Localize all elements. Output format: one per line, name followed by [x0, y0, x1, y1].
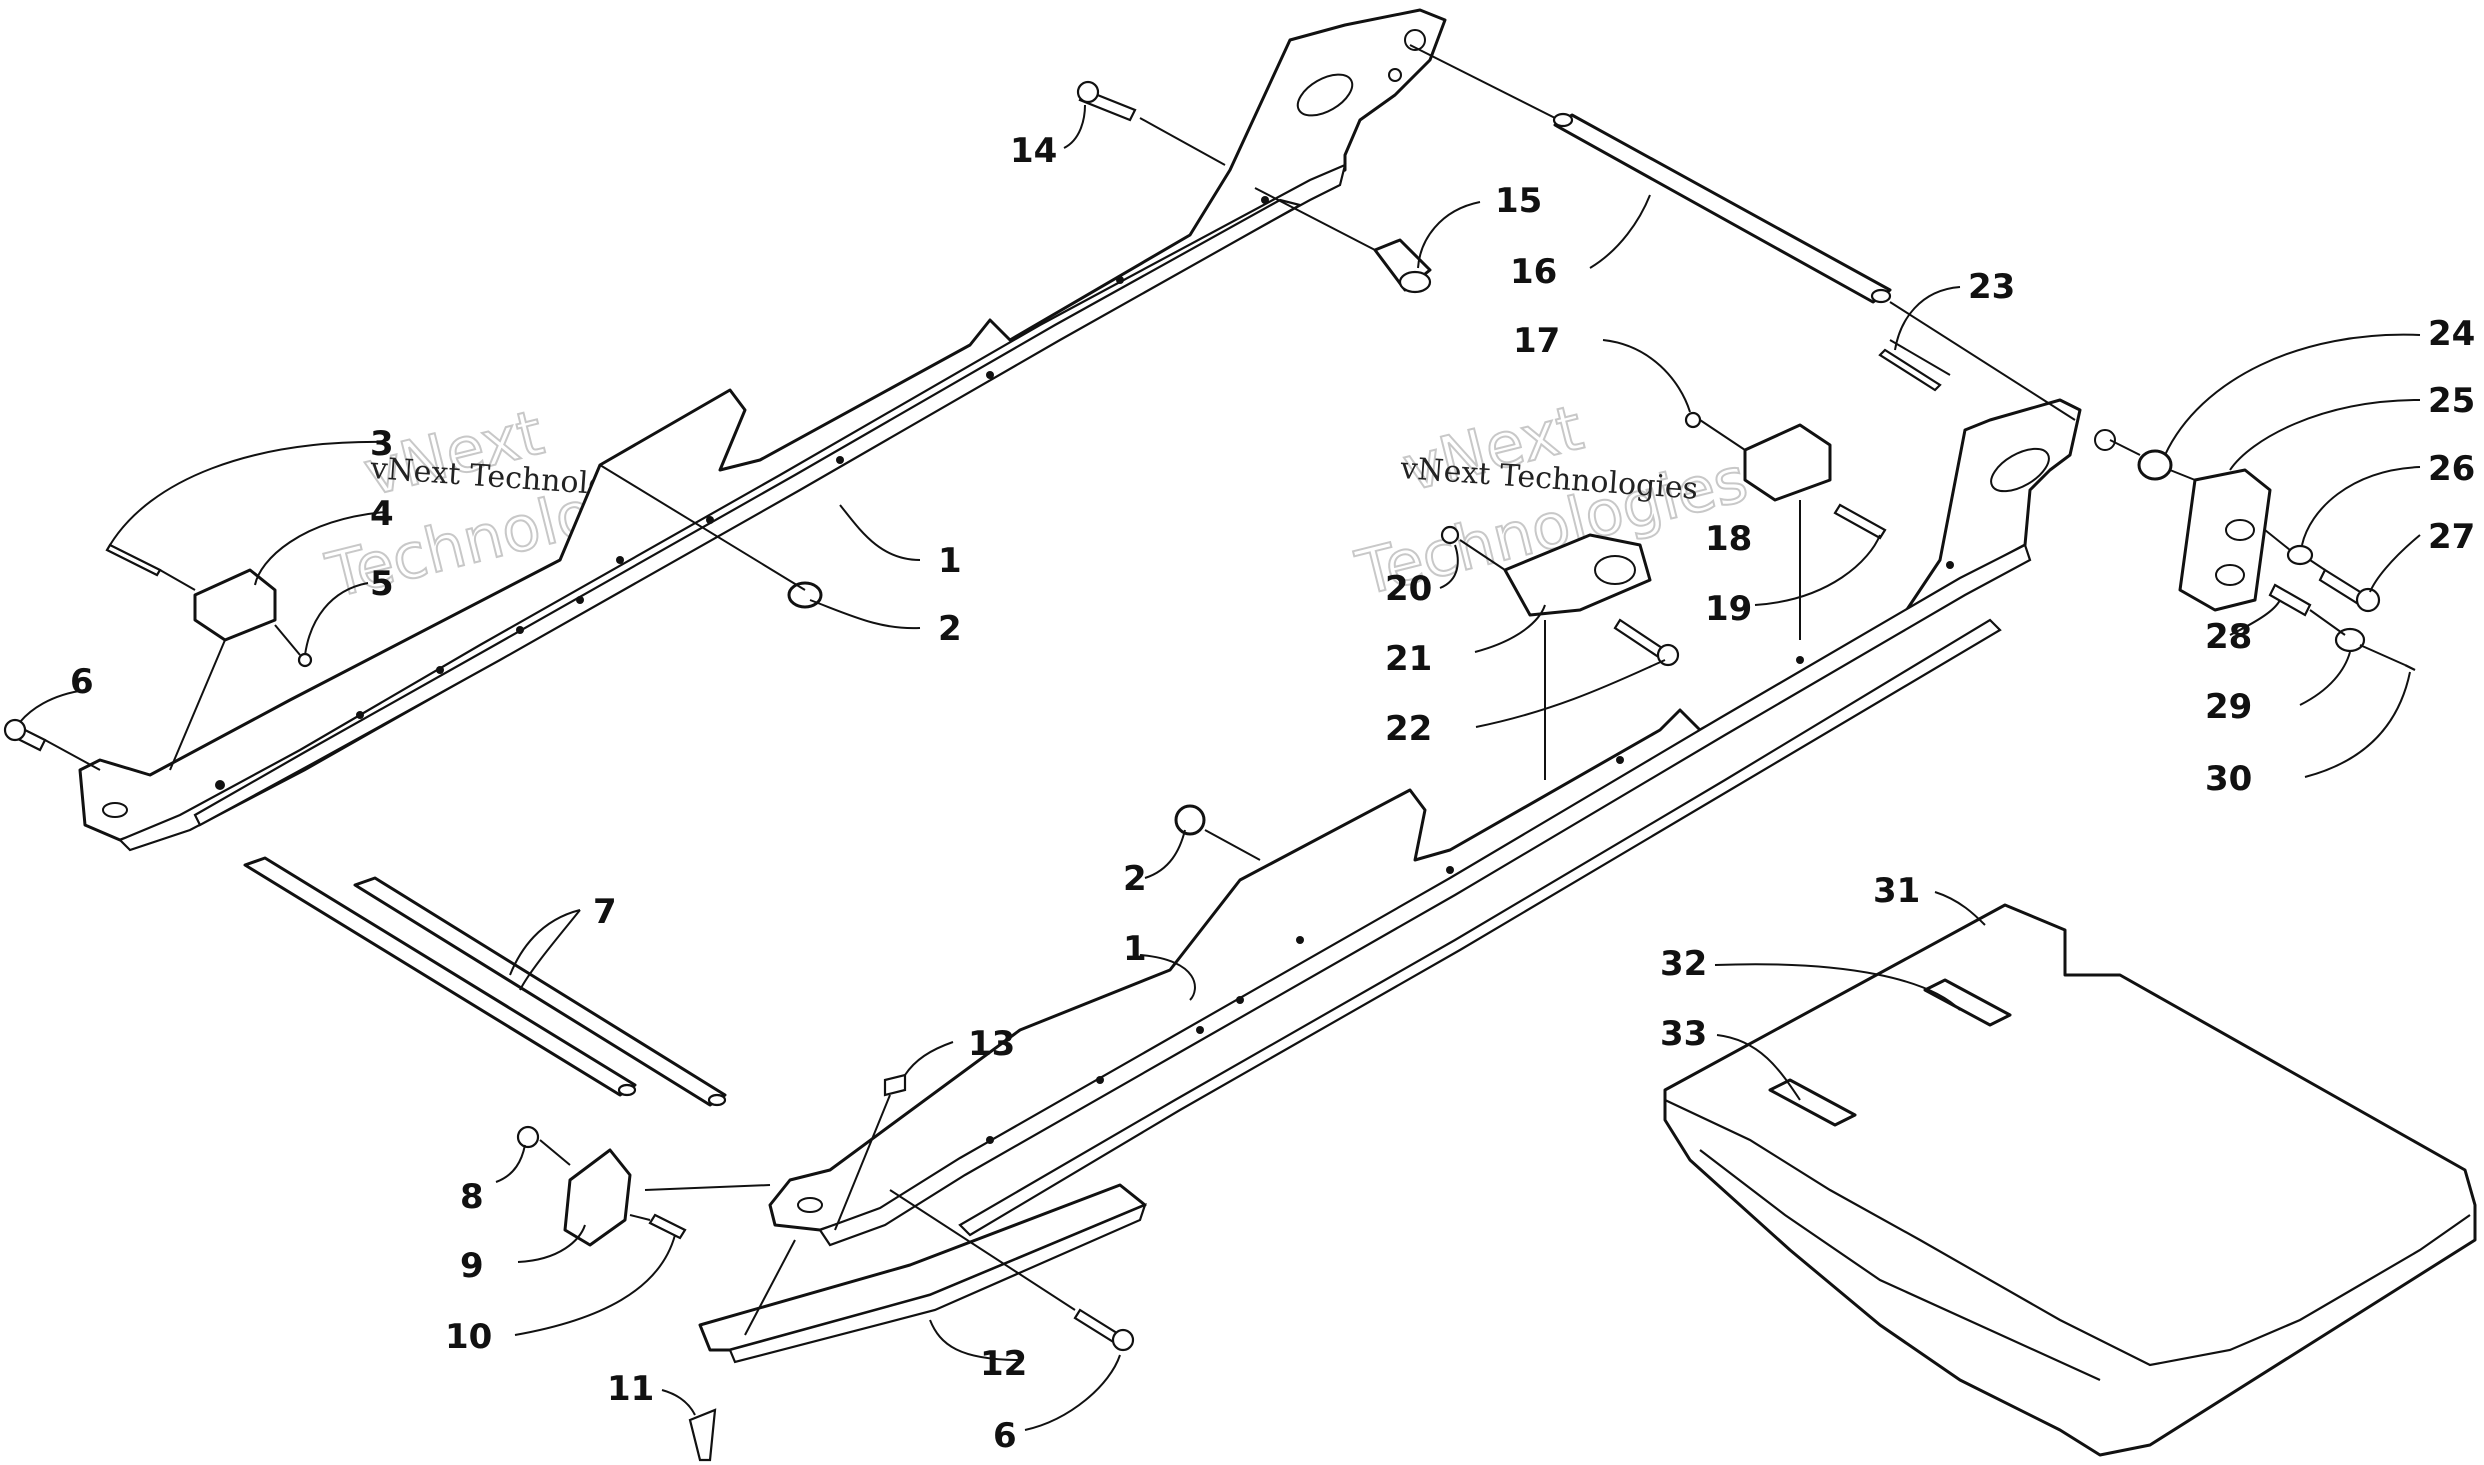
callout-8: 8	[460, 1177, 484, 1217]
nut-17	[1684, 411, 1702, 429]
callout-28: 28	[2205, 617, 2252, 657]
callout-30: 30	[2205, 759, 2252, 799]
block-25	[2178, 468, 2272, 612]
wheel-9	[563, 1148, 632, 1247]
callout-labels: 3 4 5 6 1 2 2 1 7 8 9 10 11 12 13 6 14 1…	[70, 131, 2475, 1456]
bumper-4	[193, 568, 277, 642]
callout-25: 25	[2428, 381, 2475, 421]
callout-15: 15	[1495, 181, 1542, 221]
callout-33: 33	[1660, 1014, 1707, 1054]
leader-lines	[19, 104, 2421, 1431]
screw-11	[688, 1408, 717, 1462]
callout-16: 16	[1510, 252, 1557, 292]
callout-13: 13	[968, 1024, 1015, 1064]
callout-2-rear: 2	[938, 609, 962, 649]
callout-1-front: 1	[1123, 929, 1147, 969]
bolt-10	[648, 1213, 687, 1240]
callout-1-rear: 1	[938, 541, 962, 581]
pin-3	[105, 543, 162, 577]
callout-12: 12	[980, 1344, 1027, 1384]
washer-24	[2137, 449, 2173, 481]
bolt-27	[2318, 568, 2381, 613]
callout-21: 21	[1385, 639, 1432, 679]
callout-18: 18	[1705, 519, 1752, 559]
rear-shaft-16	[1552, 112, 1892, 304]
nut-13	[883, 1073, 907, 1097]
callout-10: 10	[445, 1317, 492, 1357]
callout-5: 5	[370, 564, 394, 604]
bolt-22	[1613, 618, 1680, 667]
callout-29: 29	[2205, 687, 2252, 727]
callout-20: 20	[1385, 569, 1432, 609]
bumper-18	[1743, 423, 1832, 502]
callout-11: 11	[607, 1369, 654, 1409]
callout-32: 32	[1660, 944, 1707, 984]
bolt-6-left	[3, 718, 47, 752]
clamp-21	[1503, 533, 1652, 617]
nut-8	[516, 1125, 540, 1149]
callout-22: 22	[1385, 709, 1432, 749]
pin-30	[2404, 664, 2416, 671]
spring-28	[2268, 583, 2312, 617]
callout-23: 23	[1968, 267, 2015, 307]
lug-32	[1923, 978, 2012, 1027]
callout-6-right: 6	[993, 1416, 1017, 1456]
front-shaft-7	[243, 856, 727, 1107]
callout-4: 4	[370, 494, 394, 534]
left-rail	[78, 8, 1447, 852]
callout-19: 19	[1705, 589, 1752, 629]
bolt-14	[1076, 80, 1137, 122]
callout-9: 9	[460, 1246, 484, 1286]
washer-2-right	[1174, 804, 1206, 836]
nut-5	[297, 652, 313, 668]
callout-14: 14	[1010, 131, 1057, 171]
pin-23	[1878, 348, 1942, 392]
track-31	[1663, 903, 2477, 1457]
slide-12	[698, 1183, 1147, 1364]
bolt-6-right	[1073, 1308, 1135, 1352]
callout-26: 26	[2428, 449, 2475, 489]
washer-26	[2286, 544, 2314, 566]
lug-33	[1768, 1078, 1857, 1127]
callout-17: 17	[1513, 321, 1560, 361]
right-rail	[768, 398, 2116, 1247]
assembly-lines	[44, 44, 2406, 1336]
callout-7: 7	[593, 892, 617, 932]
callout-27: 27	[2428, 517, 2475, 557]
bushing-15	[1373, 238, 1432, 294]
callout-6-left: 6	[70, 662, 94, 702]
callout-31: 31	[1873, 871, 1920, 911]
callout-3: 3	[370, 424, 394, 464]
callout-2-front: 2	[1123, 859, 1147, 899]
nut-20	[1440, 525, 1460, 545]
bolt-19	[1833, 503, 1887, 540]
callout-24: 24	[2428, 314, 2475, 354]
